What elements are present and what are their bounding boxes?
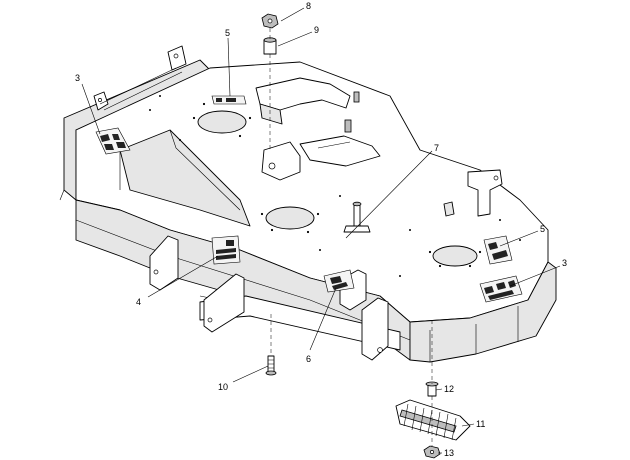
idler-plate-lower bbox=[261, 141, 301, 181]
deck-left-gusset bbox=[149, 235, 179, 291]
right-rear-bracket bbox=[467, 169, 503, 217]
callout-3-left: 3 bbox=[75, 73, 80, 83]
decal-5-right bbox=[483, 235, 513, 265]
deck-center-gusset bbox=[203, 273, 245, 333]
deck-front-bumper bbox=[199, 295, 401, 351]
callout-11: 11 bbox=[476, 419, 485, 429]
callout-13: 13 bbox=[444, 448, 454, 458]
callout-9: 9 bbox=[314, 25, 319, 35]
callout-5-top: 5 bbox=[225, 28, 230, 38]
center-spindle-opening bbox=[265, 206, 315, 230]
leader-lines bbox=[81, 7, 561, 454]
callout-6: 6 bbox=[306, 354, 311, 364]
stud-7 bbox=[353, 203, 361, 227]
callout-12: 12 bbox=[444, 384, 454, 394]
tension-plate bbox=[299, 135, 381, 167]
deck-right-gusset bbox=[361, 297, 389, 361]
spindle-openings bbox=[149, 89, 521, 277]
callout-numbers: 8 9 5 3 7 5 3 4 6 10 12 11 13 bbox=[75, 1, 567, 458]
loose-hardware bbox=[261, 13, 441, 459]
callout-4: 4 bbox=[136, 297, 141, 307]
right-spindle-opening bbox=[432, 245, 478, 267]
deck-decals bbox=[95, 95, 523, 303]
callout-10: 10 bbox=[218, 382, 228, 392]
left-spindle-opening bbox=[197, 110, 247, 134]
callout-3-right: 3 bbox=[562, 258, 567, 268]
roller-assembly-11 bbox=[395, 399, 471, 441]
mower-deck bbox=[59, 45, 557, 363]
deck-right-skirt bbox=[409, 261, 557, 363]
callout-7: 7 bbox=[434, 143, 439, 153]
callout-5-right: 5 bbox=[540, 224, 545, 234]
callout-8: 8 bbox=[306, 1, 311, 11]
idler-bracket-assembly bbox=[255, 77, 503, 217]
